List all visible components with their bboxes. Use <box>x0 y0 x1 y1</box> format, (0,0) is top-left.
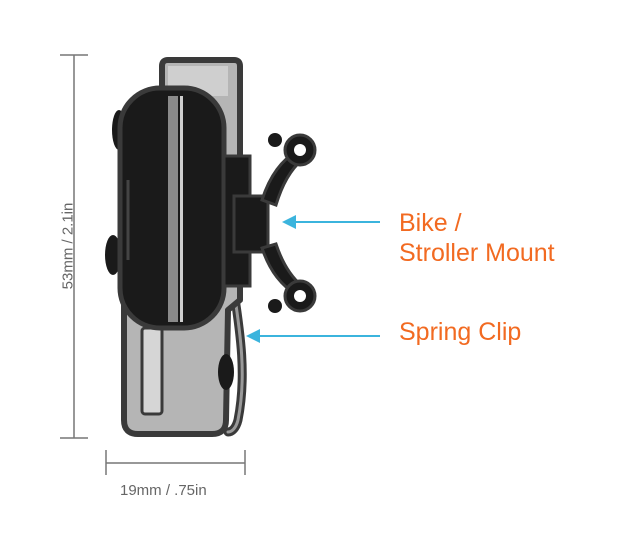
arrow-bike-mount <box>282 215 380 229</box>
height-dimension-label: 53mm / 2.1in <box>59 202 77 290</box>
spring-clip-inner <box>226 276 244 434</box>
width-dimension-line <box>105 450 246 475</box>
spring-clip-label: Spring Clip <box>399 318 522 346</box>
bike-mount-claw <box>260 133 317 313</box>
mount-bracket <box>222 154 270 288</box>
height-dimension-line <box>60 54 88 439</box>
arrow-spring-clip <box>246 329 380 343</box>
width-dimension-label: 19mm / .75in <box>120 482 207 499</box>
bike-mount-label-line2: Stroller Mount <box>399 239 555 267</box>
bike-mount-label-line1: Bike / <box>399 209 462 237</box>
light-unit <box>117 85 227 331</box>
